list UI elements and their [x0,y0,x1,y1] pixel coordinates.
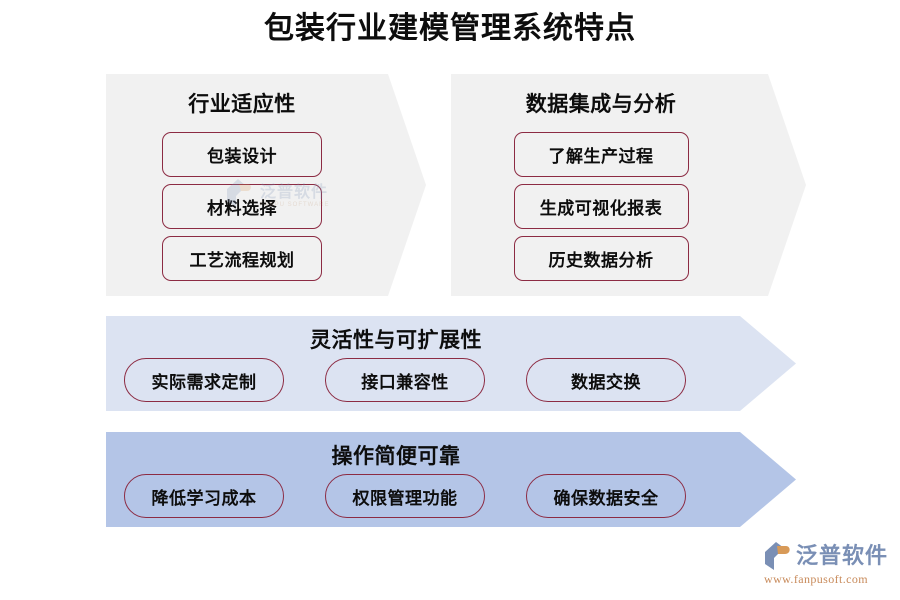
band-ease-of-use-reliability: 操作简便可靠 降低学习成本 权限管理功能 确保数据安全 [106,432,796,527]
panel-item[interactable]: 了解生产过程 [514,132,689,177]
top-panels-row: 行业适应性 包装设计 材料选择 工艺流程规划 泛普软件 FANPU SOFTWA… [106,74,806,296]
panel-title: 行业适应性 [188,93,296,116]
panel-item[interactable]: 生成可视化报表 [514,184,689,229]
panel-item[interactable]: 包装设计 [162,132,322,177]
band-title: 操作简便可靠 [331,445,461,468]
panel-item[interactable]: 材料选择 [162,184,322,229]
page-title: 包装行业建模管理系统特点 [264,12,636,45]
panel-item[interactable]: 工艺流程规划 [162,236,322,281]
panel-title: 数据集成与分析 [525,93,677,116]
brand-row: 泛普软件 [762,540,888,572]
brand-logo: 泛普软件 www.fanpusoft.com [762,540,892,592]
panel-item-list: 了解生产过程 生成可视化报表 历史数据分析 [451,132,751,281]
band-item[interactable]: 数据交换 [526,358,686,402]
band-item[interactable]: 降低学习成本 [124,474,284,518]
band-item[interactable]: 接口兼容性 [325,358,485,402]
fanpu-logo-icon [765,542,790,570]
band-flexibility-scalability: 灵活性与可扩展性 实际需求定制 接口兼容性 数据交换 [106,316,796,411]
band-item-list: 降低学习成本 权限管理功能 确保数据安全 [124,474,724,518]
band-item[interactable]: 确保数据安全 [526,474,686,518]
panel-industry-adaptability: 行业适应性 包装设计 材料选择 工艺流程规划 泛普软件 FANPU SOFTWA… [106,74,426,296]
band-title: 灵活性与可扩展性 [310,329,482,352]
band-item[interactable]: 实际需求定制 [124,358,284,402]
brand-name: 泛普软件 [796,543,889,568]
panel-data-integration-analysis: 数据集成与分析 了解生产过程 生成可视化报表 历史数据分析 [451,74,806,296]
band-item-list: 实际需求定制 接口兼容性 数据交换 [124,358,724,402]
brand-url: www.fanpusoft.com [764,572,869,586]
band-item[interactable]: 权限管理功能 [325,474,485,518]
panel-item[interactable]: 历史数据分析 [514,236,689,281]
panel-item-list: 包装设计 材料选择 工艺流程规划 [106,132,378,281]
